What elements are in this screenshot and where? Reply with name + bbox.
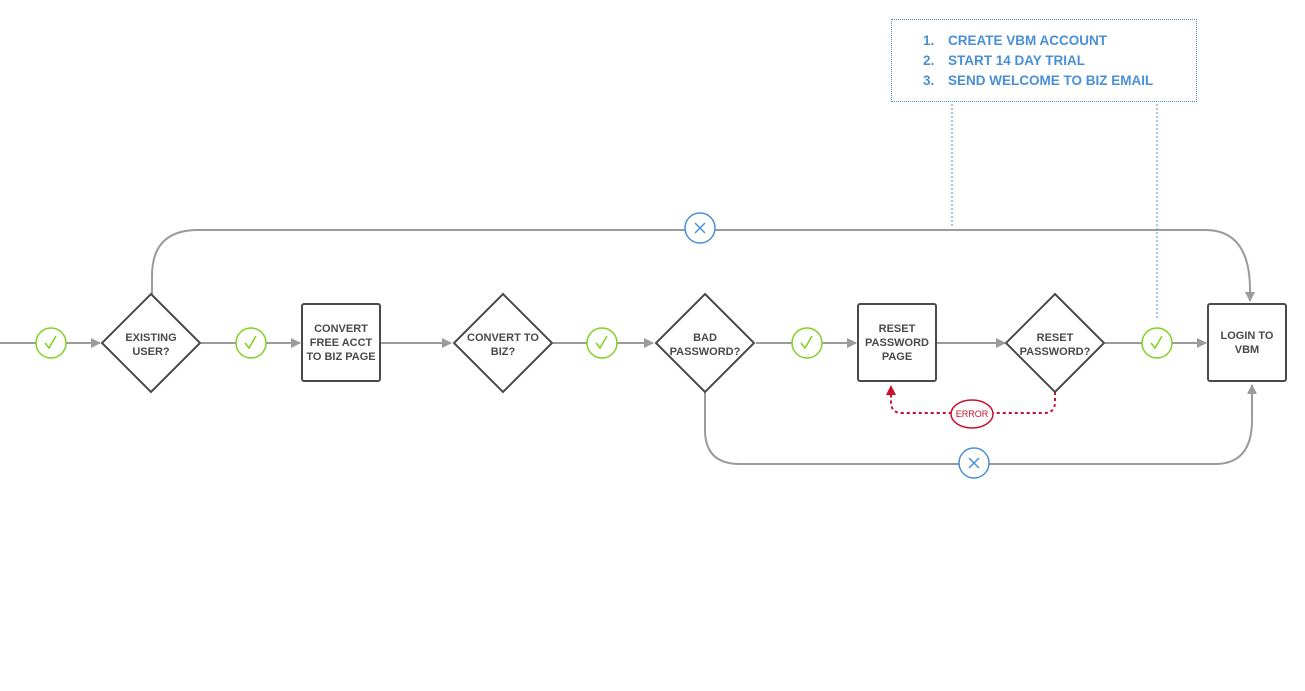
node-label: CONVERT xyxy=(314,323,368,335)
yes-badge xyxy=(1141,327,1173,359)
decision-diamond xyxy=(654,292,756,394)
node-label: BIZ? xyxy=(491,346,516,358)
node-label: TO BIZ PAGE xyxy=(306,351,375,363)
checkmark-icon xyxy=(595,335,608,350)
note-item-number: 2. xyxy=(923,53,935,68)
note-item-number: 3. xyxy=(923,73,935,88)
x-icon xyxy=(694,222,706,234)
note-item: 3. SEND WELCOME TO BIZ EMAIL xyxy=(923,71,1153,91)
decision-diamond xyxy=(452,292,554,394)
error-ellipse xyxy=(950,399,994,429)
note-item-text: CREATE VBM ACCOUNT xyxy=(948,33,1107,48)
decision-existing-user: EXISTING USER? xyxy=(100,292,202,394)
error-label: ERROR xyxy=(956,409,989,419)
no-badge xyxy=(684,212,716,244)
decision-convert-to-biz: CONVERT TO BIZ? xyxy=(452,292,554,394)
yes-badge xyxy=(35,327,67,359)
x-icon xyxy=(968,457,980,469)
note-list: 1. CREATE VBM ACCOUNT 2. START 14 DAY TR… xyxy=(923,31,1153,91)
note-item: 2. START 14 DAY TRIAL xyxy=(923,51,1153,71)
node-label: CONVERT TO xyxy=(467,332,539,344)
node-label: USER? xyxy=(132,346,170,358)
process-box xyxy=(857,303,937,382)
node-label: EXISTING xyxy=(125,332,176,344)
yes-badge xyxy=(235,327,267,359)
decision-diamond xyxy=(100,292,202,394)
note-item-text: SEND WELCOME TO BIZ EMAIL xyxy=(948,73,1154,88)
yes-badge xyxy=(791,327,823,359)
no-badge xyxy=(958,447,990,479)
decision-reset-password: RESET PASSWORD? xyxy=(1004,292,1106,394)
node-label: RESET xyxy=(879,323,916,335)
node-label: PASSWORD? xyxy=(670,346,741,358)
checkmark-icon xyxy=(800,335,813,350)
node-label: RESET xyxy=(1037,332,1074,344)
node-label: PAGE xyxy=(882,351,912,363)
process-login-to-vbm: LOGIN TO VBM xyxy=(1207,303,1287,382)
process-box xyxy=(301,303,381,382)
checkmark-icon xyxy=(1150,335,1163,350)
note-item-number: 1. xyxy=(923,33,935,48)
connector-no-bad-password xyxy=(704,384,1257,465)
note-box: 1. CREATE VBM ACCOUNT 2. START 14 DAY TR… xyxy=(891,19,1197,102)
decision-diamond xyxy=(1004,292,1106,394)
checkmark-icon xyxy=(244,335,257,350)
process-convert-free-acct: CONVERT FREE ACCT TO BIZ PAGE xyxy=(301,303,381,382)
note-item: 1. CREATE VBM ACCOUNT xyxy=(923,31,1153,51)
error-badge: ERROR xyxy=(950,399,994,429)
node-label: FREE ACCT xyxy=(310,337,373,349)
process-box xyxy=(1207,303,1287,382)
node-label: BAD xyxy=(693,332,717,344)
checkmark-icon xyxy=(44,335,57,350)
yes-badge xyxy=(586,327,618,359)
node-label: LOGIN TO xyxy=(1221,330,1274,342)
node-label: PASSWORD? xyxy=(1020,346,1091,358)
decision-bad-password: BAD PASSWORD? xyxy=(654,292,756,394)
process-reset-password-page: RESET PASSWORD PAGE xyxy=(857,303,937,382)
node-label: PASSWORD xyxy=(865,337,929,349)
note-item-text: START 14 DAY TRIAL xyxy=(948,53,1086,68)
node-label: VBM xyxy=(1235,344,1259,356)
